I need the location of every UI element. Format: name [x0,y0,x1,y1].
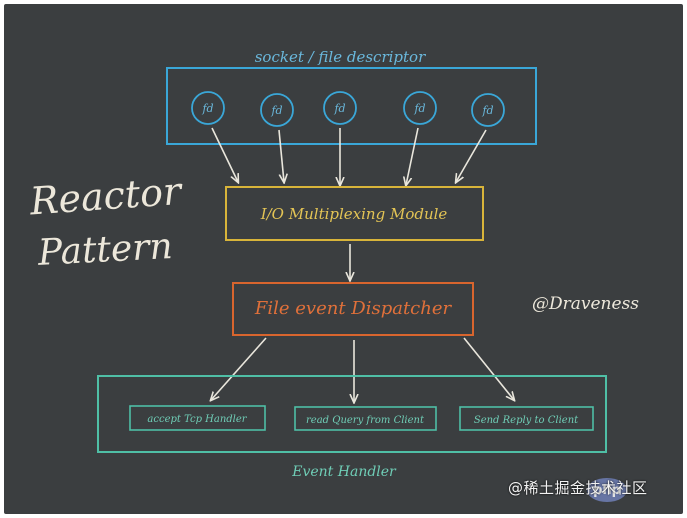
event-handler-box [97,375,607,453]
arrow-fd1-io [211,127,238,182]
handler-send-label: Send Reply to Client [474,415,579,426]
dispatcher-box [232,282,474,336]
handler-read: read Query from Client [294,406,437,431]
arrow-fd5-io [456,129,487,182]
watermark-badge: php [587,478,627,502]
handler-read-label: read Query from Client [306,415,425,426]
watermark-text: @稀土掘金技术社区 [508,479,648,497]
io-module-box [225,186,484,241]
chalkboard-diagram: socket / file descriptor fd fd fd fd fd … [4,4,683,514]
reactor-pattern-diagram: socket / file descriptor fd fd fd fd fd … [27,48,639,480]
arrow-dispatcher-send [463,337,514,400]
fd-node-4: fd [403,91,437,125]
socket-label: socket / file descriptor [255,48,426,66]
handler-send: Send Reply to Client [459,406,594,431]
socket-box [166,67,537,145]
event-handler-label: Event Handler [291,464,397,480]
arrow-dispatcher-accept [211,337,267,400]
fd-node-1: fd [191,91,225,125]
arrow-fd4-io [406,127,419,185]
author-signature: @Draveness [532,294,639,314]
svg-text:fd: fd [201,102,213,115]
fd-node-3: fd [323,91,357,125]
arrow-fd2-io [278,129,284,182]
svg-text:fd: fd [481,104,493,117]
io-module-label: I/O Multiplexing Module [260,205,448,223]
title-pattern: Pattern [36,226,174,274]
svg-text:fd: fd [333,102,345,115]
dispatcher-label: File event Dispatcher [254,298,453,319]
handler-accept: accept Tcp Handler [129,405,266,431]
svg-text:fd: fd [413,102,425,115]
fd-node-2: fd [260,93,294,127]
svg-text:fd: fd [270,104,282,117]
handler-accept-label: accept Tcp Handler [147,414,247,425]
title-reactor: Reactor [27,169,185,224]
fd-node-5: fd [471,93,505,127]
